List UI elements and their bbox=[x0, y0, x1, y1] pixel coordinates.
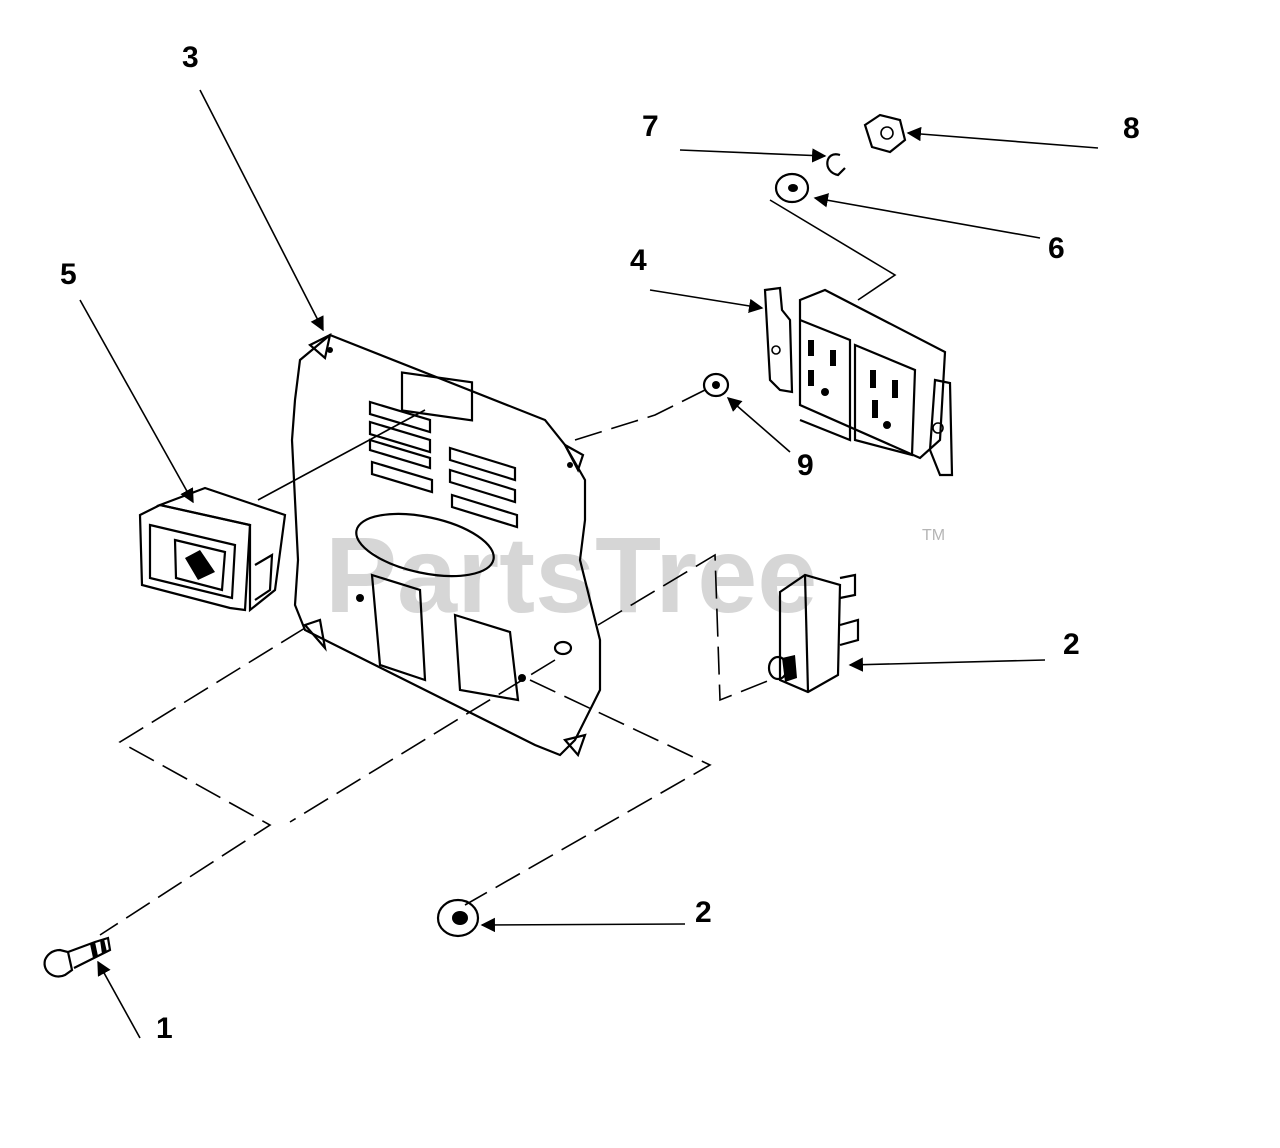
control-panel bbox=[290, 332, 602, 758]
receptacle-washer-hole bbox=[712, 381, 720, 389]
assembly-lines bbox=[99, 199, 897, 936]
watermark: PartsTree TM bbox=[325, 514, 945, 635]
leader-9 bbox=[726, 397, 791, 453]
panel-hole-top bbox=[327, 347, 333, 353]
receptacle-slot-2 bbox=[830, 350, 836, 366]
breaker-terminal-1 bbox=[839, 573, 857, 600]
watermark-text: PartsTree bbox=[325, 514, 817, 635]
receptacle-strap-left bbox=[763, 286, 794, 394]
duplex-receptacle bbox=[763, 286, 954, 477]
rocker-switch bbox=[138, 486, 287, 613]
panel-outline bbox=[290, 333, 602, 757]
panel-grommet-hole bbox=[553, 640, 573, 656]
breaker-button-shaft bbox=[782, 655, 797, 682]
assembly-line-receptacle bbox=[769, 199, 897, 301]
assembly-line-switch bbox=[257, 409, 426, 501]
assembly-line-grommet bbox=[464, 679, 712, 906]
receptacle-screw-right bbox=[932, 422, 944, 434]
leader-3 bbox=[199, 89, 324, 332]
switch-terminal bbox=[254, 553, 274, 601]
circuit-breaker bbox=[767, 573, 860, 694]
screw-head bbox=[43, 948, 74, 978]
receptacle-hardware bbox=[702, 113, 907, 398]
hex-nut-hole bbox=[880, 126, 894, 140]
receptacle-slot-4 bbox=[870, 370, 876, 388]
callout-6: 6 bbox=[1048, 232, 1065, 265]
grommet bbox=[436, 898, 480, 938]
grommet-hole bbox=[452, 911, 468, 925]
panel-label-window bbox=[400, 371, 474, 422]
receptacle-ground-1 bbox=[821, 388, 829, 396]
callout-labels: 3 5 4 7 8 6 9 2 2 1 bbox=[60, 41, 1140, 1045]
receptacle-face-left bbox=[799, 318, 852, 442]
callout-5: 5 bbox=[60, 258, 77, 291]
switch-rocker bbox=[173, 538, 227, 592]
switch-body bbox=[156, 486, 287, 613]
panel-tab-right bbox=[562, 442, 585, 473]
flat-washer bbox=[774, 172, 810, 204]
lock-washer bbox=[826, 153, 846, 177]
receptacle-ground-2 bbox=[883, 421, 891, 429]
panel-vents bbox=[368, 400, 519, 529]
leader-lines bbox=[79, 89, 1099, 1039]
receptacle-washer bbox=[702, 372, 730, 398]
flat-washer-hole bbox=[788, 184, 798, 192]
assembly-line-screw bbox=[99, 627, 306, 936]
grommet-outer bbox=[436, 898, 480, 938]
receptacle-strap-right bbox=[928, 378, 954, 477]
callout-1: 1 bbox=[156, 1012, 173, 1045]
callout-2-grommet: 2 bbox=[695, 896, 712, 929]
receptacle-slot-3 bbox=[808, 370, 814, 386]
receptacle-face-right bbox=[853, 343, 917, 457]
panel-outlet-cutout-right bbox=[453, 613, 520, 702]
panel-hole-side bbox=[567, 462, 573, 468]
leader-1 bbox=[97, 960, 141, 1039]
callout-3: 3 bbox=[182, 41, 199, 74]
receptacle-body bbox=[798, 288, 947, 460]
assembly-line-breaker bbox=[597, 553, 771, 702]
assembly-line-washer bbox=[574, 389, 706, 441]
callout-4: 4 bbox=[630, 244, 647, 277]
leader-6 bbox=[813, 193, 1041, 239]
switch-rocker-frame bbox=[148, 523, 237, 600]
receptacle-screw-hole-left bbox=[771, 345, 781, 355]
panel-outlet-cutout-left bbox=[370, 573, 427, 682]
leader-2b bbox=[480, 917, 686, 933]
callout-2-breaker: 2 bbox=[1063, 628, 1080, 661]
watermark-trademark: TM bbox=[922, 527, 945, 544]
panel-oval-opening bbox=[355, 512, 495, 578]
breaker-terminal-2 bbox=[839, 618, 860, 647]
panel-tab-bottom bbox=[303, 618, 327, 652]
panel-hole-right bbox=[518, 674, 526, 682]
assembly-line-screw-b bbox=[289, 659, 556, 823]
panel-hole-left bbox=[356, 594, 364, 602]
callout-9: 9 bbox=[797, 449, 814, 482]
panel-tab-corner bbox=[562, 733, 587, 758]
screw bbox=[43, 936, 112, 978]
leader-5 bbox=[79, 299, 194, 504]
receptacle-slot-6 bbox=[872, 400, 878, 418]
screw-threads bbox=[90, 939, 107, 958]
switch-rocker-mark bbox=[185, 550, 215, 580]
leader-2a bbox=[848, 657, 1046, 672]
leader-8 bbox=[906, 126, 1099, 149]
panel-tab-top bbox=[308, 332, 332, 361]
callout-7: 7 bbox=[642, 110, 659, 143]
breaker-edge bbox=[803, 574, 810, 693]
leader-4 bbox=[649, 289, 764, 314]
receptacle-slot-5 bbox=[892, 380, 898, 398]
hex-nut bbox=[863, 113, 907, 154]
receptacle-slot-1 bbox=[808, 340, 814, 356]
leader-7 bbox=[679, 148, 827, 163]
callout-8: 8 bbox=[1123, 112, 1140, 145]
